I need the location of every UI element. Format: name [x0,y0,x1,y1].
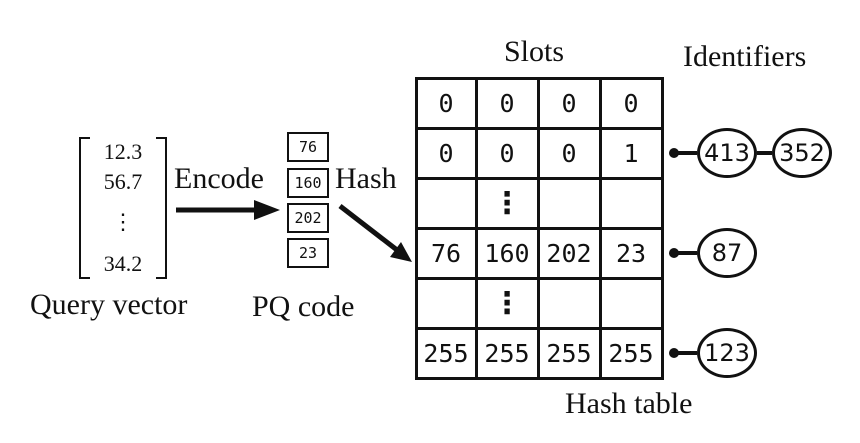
hash-label: Hash [335,162,397,195]
identifiers-label: Identifiers [683,40,807,73]
slot-cell: 255 [536,326,602,380]
vector-value: 12.3 [103,139,143,164]
vector-value: 56.7 [103,169,143,194]
pq-code-cell: 160 [287,168,329,198]
query-vector-label: Query vector [30,288,188,321]
encode-arrowhead [254,200,280,220]
slots-label: Slots [504,35,565,68]
slot-cell: 255 [598,326,664,380]
pq-code-cell: 23 [287,238,329,268]
identifier-node: 413 [697,128,757,178]
encode-label: Encode [174,162,264,195]
pq-code-cell: 202 [287,203,329,233]
identifier-node: 123 [697,328,757,378]
hash-arrowhead [390,242,412,262]
identifier-node: 87 [697,228,757,278]
identifier-node: 352 [772,128,832,178]
hash-table-label: Hash table [565,387,693,420]
vector-value: 34.2 [103,251,143,276]
pq-code-cell: 76 [287,132,329,162]
pq-code-label: PQ code [252,290,355,323]
vector-ellipsis: ⋮ [112,209,134,234]
hash-arrow [338,204,399,252]
slot-cell: 255 [474,326,540,380]
